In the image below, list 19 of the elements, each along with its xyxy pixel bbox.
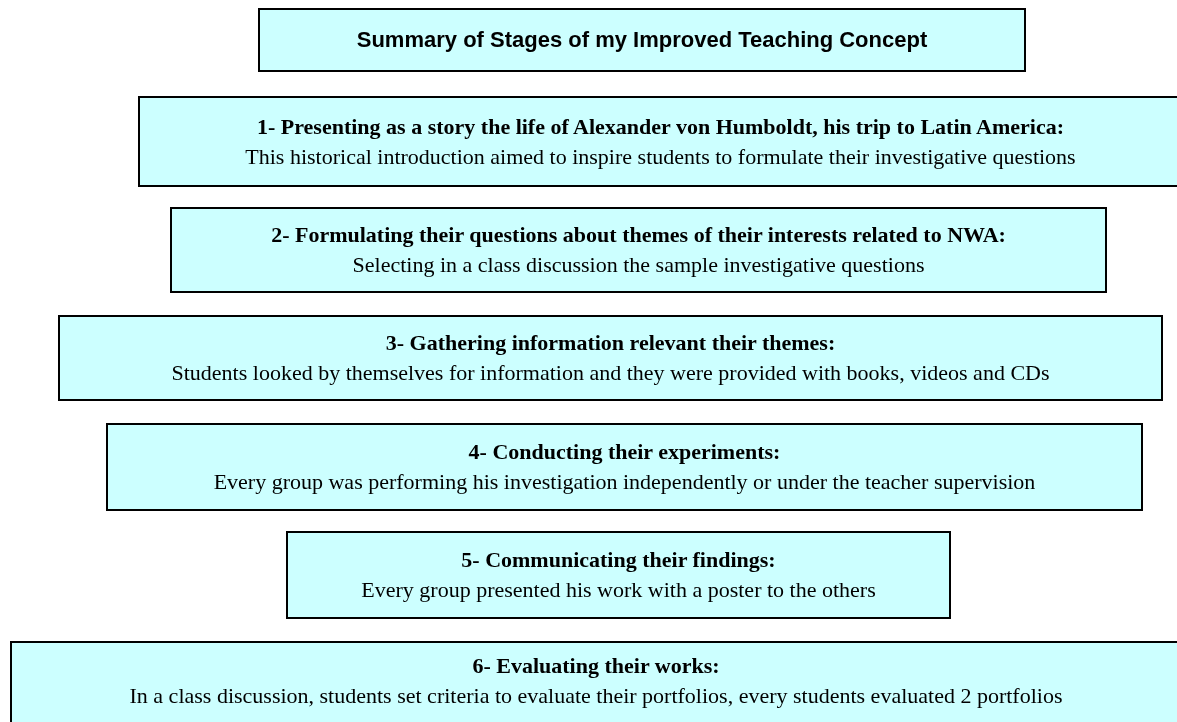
stage-box <box>138 96 1177 187</box>
stage-heading: 6- Evaluating their works: <box>472 652 720 680</box>
stage-description: Every group presented his work with a poster to the others <box>361 576 876 604</box>
stage-description: In a class discussion, students set criteria to evaluate their portfolios, every students evaluated 2 portfolios <box>129 682 1063 710</box>
stage-box <box>286 531 951 619</box>
stage-heading: 1- Presenting as a story the life of Alexander von Humboldt, his trip to Latin America: <box>256 112 1064 141</box>
stage-heading: 2- Formulating their questions about themes of their interests related to NWA: <box>271 221 1006 249</box>
stage-description: Every group was performing his investigation independently or under the teacher supervision <box>213 468 1036 496</box>
title: Summary of Stages of my Improved Teaching Concept <box>356 27 928 53</box>
stage-description: Students looked by themselves for information and they were provided with books, videos and CDs <box>171 359 1050 387</box>
stage-box <box>106 423 1143 511</box>
stage-description: Selecting in a class discussion the sample investigative questions <box>352 251 925 279</box>
stage-heading: 5- Communicating their findings: <box>461 546 776 574</box>
stage-heading: 3- Gathering information relevant their themes: <box>385 329 836 357</box>
stage-box <box>58 315 1163 401</box>
stage-box <box>10 641 1177 722</box>
stage-description: This historical introduction aimed to inspire students to formulate their investigative questions <box>245 142 1076 171</box>
stage-heading: 4- Conducting their experiments: <box>468 438 781 466</box>
stage-box <box>170 207 1107 293</box>
